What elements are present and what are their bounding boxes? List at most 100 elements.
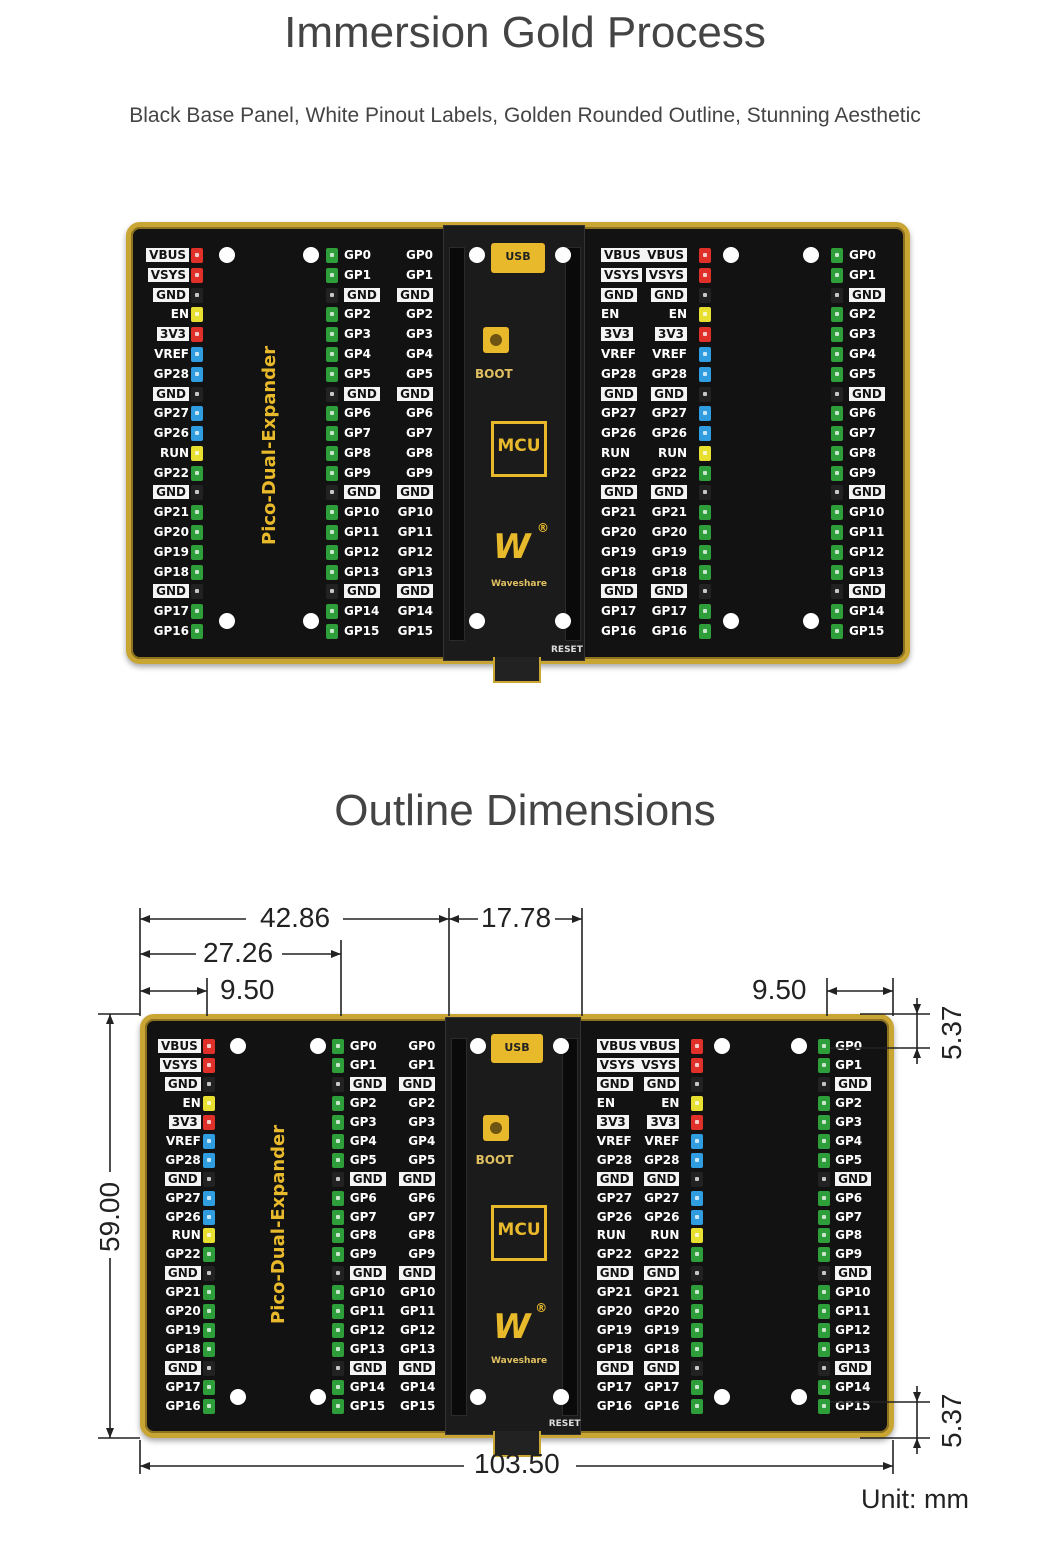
pin-header-mid-left [326,426,338,442]
pin-label-mid-right-a: GP16 [596,1399,633,1414]
pin-header-mid-right [699,307,711,323]
pin-label-mid-right-b: GP21 [644,1285,680,1300]
pin-header-mid-left [326,386,338,402]
pin-label-right: GP11 [849,525,885,540]
pin-header-mid-right [690,1114,703,1130]
pin-label-mid-right-a: GP16 [601,624,637,638]
pin-header-left [191,624,203,639]
pin-label-right: GP1 [849,267,876,282]
pin-label-right: GP5 [849,366,876,381]
pin-header-left [191,584,203,600]
pin-label-mid-right-a: VBUS [601,248,644,262]
pin-label-mid-left-a: GP14 [344,604,380,619]
pin-label-right: GP12 [849,544,885,559]
section-immersion-title: Immersion Gold Process [284,8,766,57]
pin-label-mid-left-b: GP11 [399,1304,436,1319]
pin-header-mid-left [326,544,338,560]
pin-header-mid-right [690,1171,703,1187]
pin-label-mid-left-b: GP10 [399,1285,436,1300]
pin-label-mid-left-a: GND [349,1171,386,1186]
pin-header-right [831,525,843,541]
pin-label-mid-right-a: GP20 [601,525,637,540]
pin-header-right [831,366,843,382]
pin-label-mid-right-b: 3V3 [655,327,687,342]
pin-label-right: GND [849,584,885,599]
pin-header-mid-left [332,1247,345,1263]
pin-label-mid-left-b: GND [397,386,433,401]
mounting-hole [469,1388,486,1405]
pin-label-mid-right-b: GP27 [651,406,687,421]
pin-header-right [817,1209,830,1225]
pin-header-mid-left [326,366,338,382]
pin-header-mid-left [332,1114,345,1130]
mounting-hole [555,613,571,629]
pin-label-mid-right-b: GND [651,485,687,500]
pin-label-mid-left-a: GP4 [344,346,371,361]
pin-header-mid-left [326,485,338,501]
pin-label-mid-left-b: GP0 [408,1038,436,1053]
pin-label-right: GP13 [835,1342,871,1357]
pin-label-mid-right-a: RUN [596,1228,626,1243]
pin-label-right: GND [835,1266,872,1281]
dim-5-37-bottom: 5.37 [936,1393,967,1449]
pin-label-right: GP7 [849,426,876,441]
pin-label-left: GP28 [153,366,189,381]
section-dimensions-title: Outline Dimensions [334,786,716,835]
pin-header-mid-left [326,267,338,283]
pin-label-right: GP1 [835,1057,863,1072]
dim-5-37-top: 5.37 [936,1005,967,1061]
pin-label-mid-right-a: GP18 [601,564,637,579]
pin-label-mid-right-b: GP18 [644,1342,680,1357]
pin-header-mid-left [332,1057,345,1073]
pin-header-mid-right [699,346,711,362]
pin-header-mid-left [332,1266,345,1282]
pin-label-right: GND [835,1361,872,1376]
pin-header-mid-right [699,525,711,541]
pin-header-mid-left [326,307,338,323]
mounting-hole [552,1037,569,1054]
pin-label-mid-right-a: VSYS [596,1057,639,1072]
pin-header-mid-left [332,1190,345,1206]
pin-header-left [191,346,203,362]
pin-header-right [817,1057,830,1073]
pin-header-mid-right [699,406,711,422]
pin-label-mid-left-b: GP0 [406,248,433,262]
pin-label-mid-left-b: GP4 [406,346,433,361]
pin-header-mid-left [332,1152,345,1168]
pin-label-mid-left-a: GND [344,485,380,500]
pin-label-left: EN [170,307,189,322]
pin-label-mid-left-b: GP7 [408,1209,436,1224]
pin-label-left: GND [164,1266,201,1281]
pin-label-mid-right-b: GND [643,1361,680,1376]
pin-label-mid-left-b: GP8 [408,1228,436,1243]
pin-header-mid-right [690,1399,703,1415]
pin-label-right: GND [849,386,885,401]
pin-label-right: GP8 [849,445,876,460]
pin-label-right: GND [849,485,885,500]
pin-label-left: VREF [165,1133,201,1148]
pin-label-left: GP26 [165,1209,201,1224]
pin-label-mid-right-b: GND [643,1076,680,1091]
pin-label-mid-right-b: GP16 [644,1399,680,1414]
pin-label-mid-right-a: GND [601,584,637,599]
pin-header-right [831,544,843,560]
pin-label-mid-left-a: GP12 [349,1323,386,1338]
pin-label-mid-right-a: GND [596,1076,633,1091]
mounting-hole [552,1388,569,1405]
pin-label-mid-right-a: GP19 [596,1323,633,1338]
pin-label-mid-left-b: GND [397,584,433,599]
mounting-hole [229,1388,246,1405]
pin-header-mid-left [332,1095,345,1111]
pin-header-mid-left [332,1323,345,1339]
pin-header-left [202,1057,215,1073]
pin-label-mid-left-b: GP15 [397,624,433,638]
pin-header-mid-left [332,1133,345,1149]
pin-label-mid-left-b: GP8 [406,445,433,460]
pin-label-mid-right-b: RUN [657,445,687,460]
pin-label-mid-left-b: GP13 [397,564,433,579]
pin-label-mid-right-b: GP28 [644,1152,680,1167]
pin-header-left [202,1342,215,1358]
pin-label-mid-right-b: GP22 [644,1247,680,1262]
pin-header-mid-left [326,287,338,303]
